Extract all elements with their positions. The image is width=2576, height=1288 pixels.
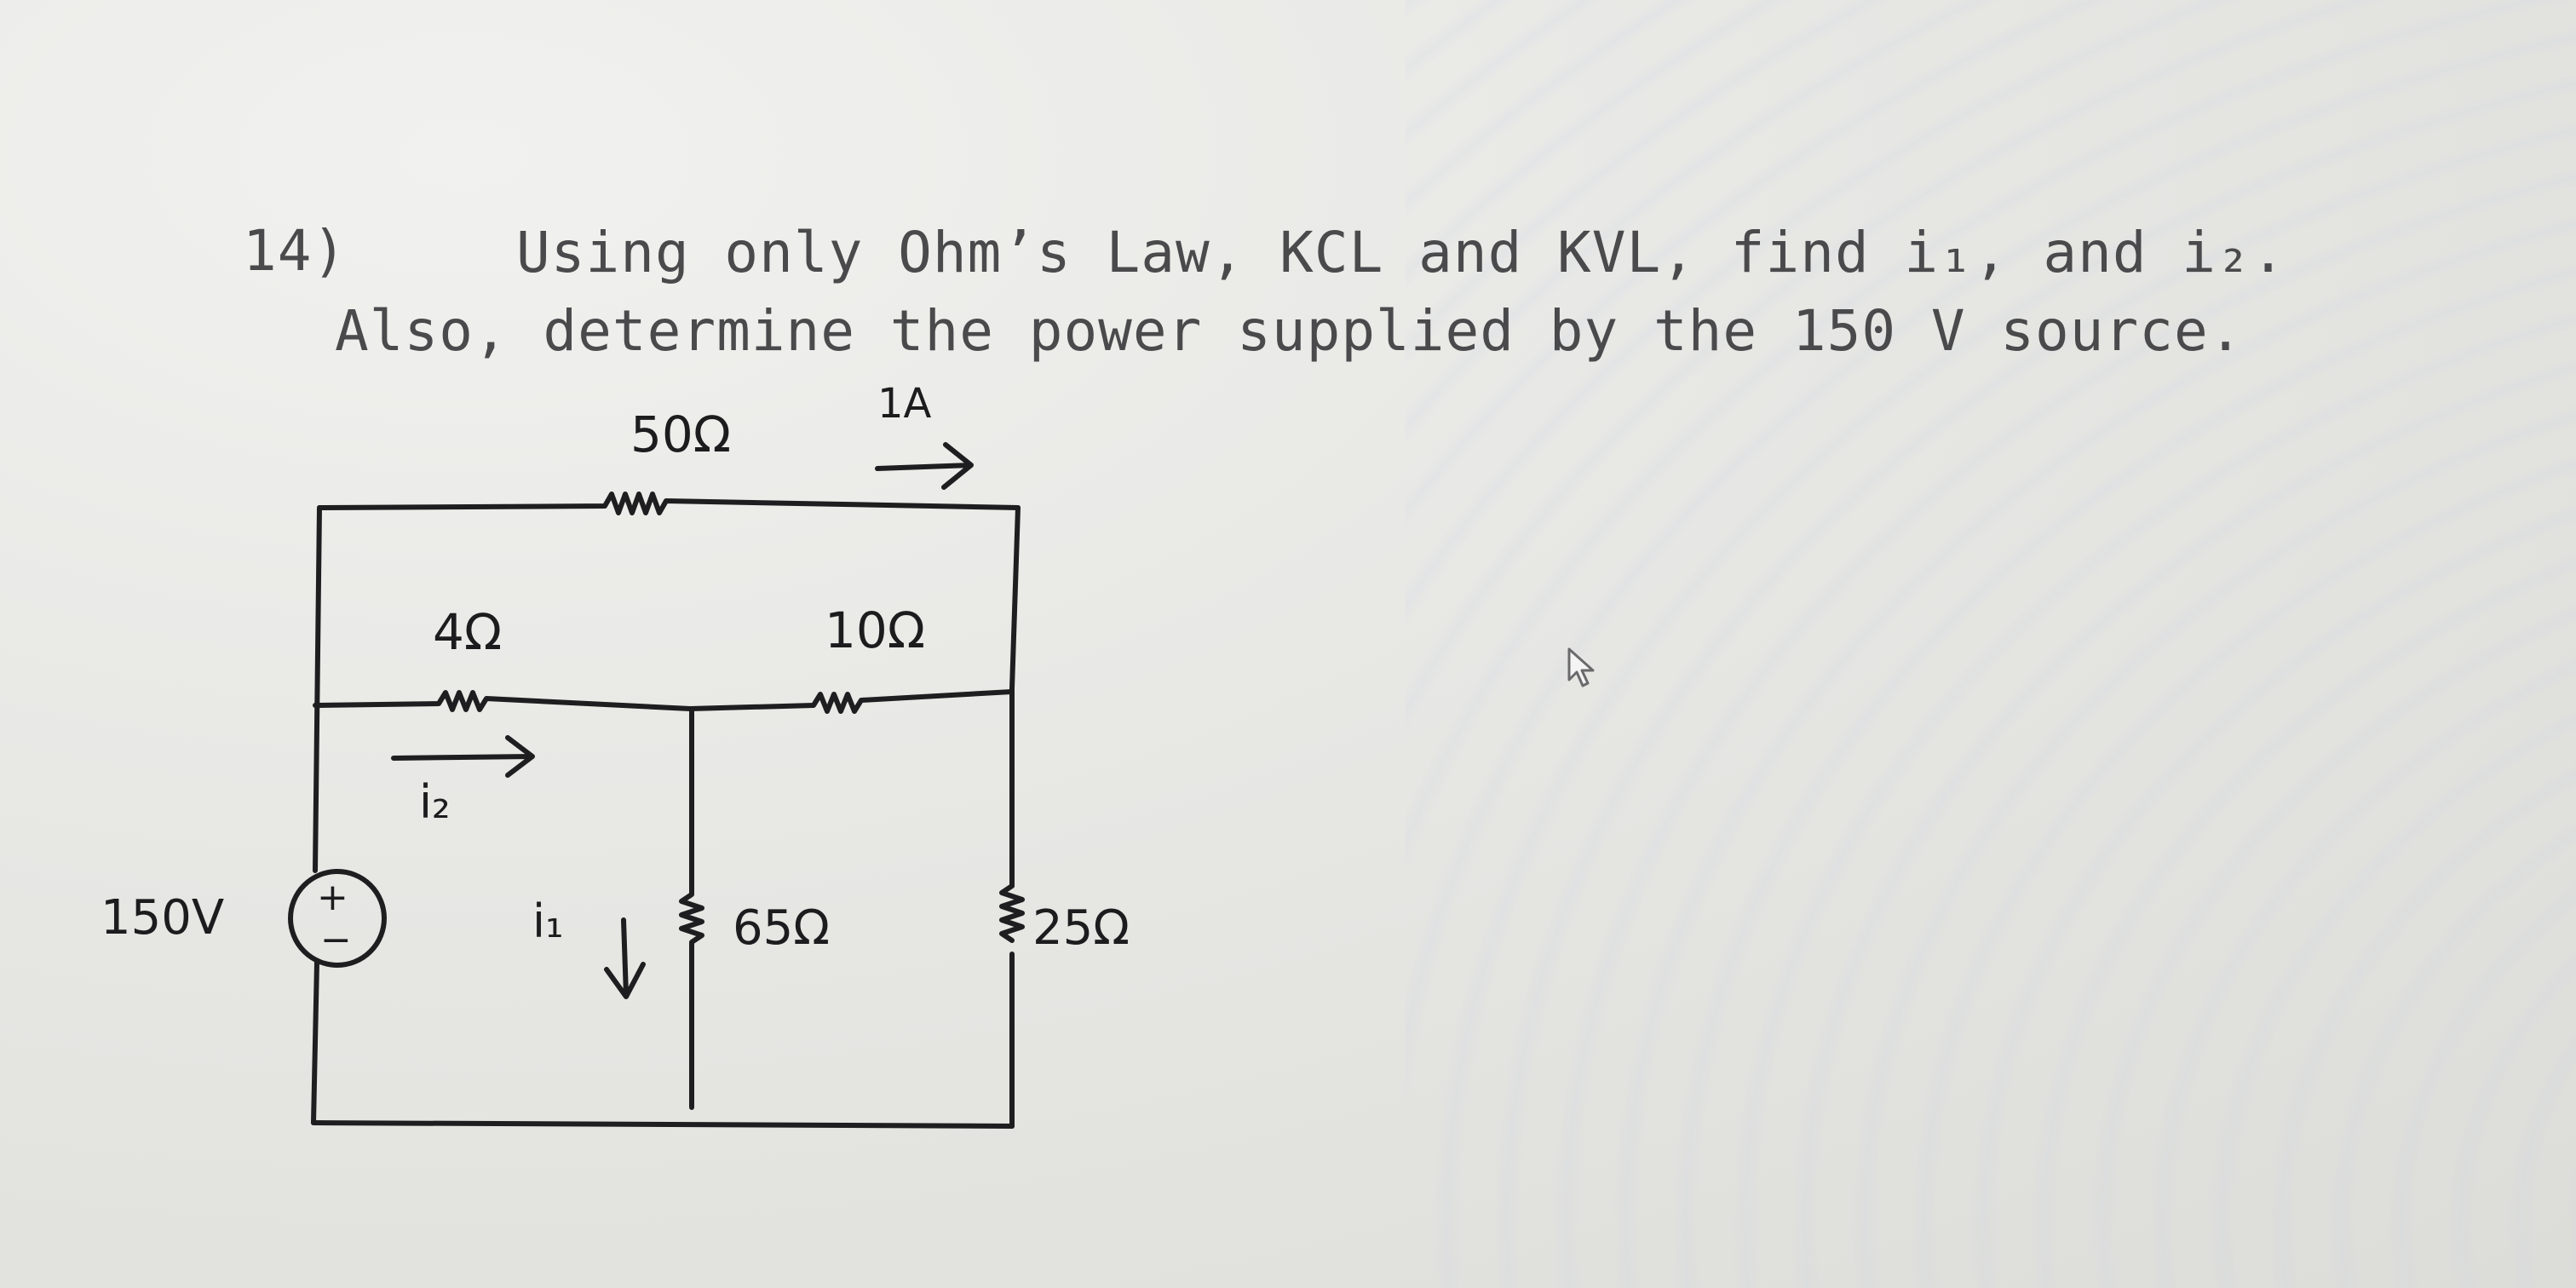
middle-wire (313, 689, 1015, 714)
current-i2-label: i₂ (419, 775, 451, 829)
resistor-4-label: 4Ω (433, 603, 502, 661)
resistor-25-label: 25Ω (1032, 900, 1130, 956)
current-1a-label: 1A (877, 380, 932, 428)
voltage-source-circle (288, 869, 387, 968)
resistor-10-label: 10Ω (825, 601, 925, 659)
arrow-i1 (604, 917, 646, 999)
bottom-wire (311, 1120, 1015, 1129)
screen-glare (1406, 0, 2576, 1288)
source-voltage-label: 150V (101, 890, 224, 946)
pointer-arrow-icon (1567, 647, 1595, 687)
right-wire (1009, 505, 1021, 888)
arrow-i2 (391, 735, 535, 778)
top-wire (317, 492, 1021, 515)
source-minus-sign: − (320, 918, 352, 962)
source-plus-sign: + (317, 876, 348, 919)
resistor-65-label: 65Ω (733, 900, 830, 956)
resistor-50-label: 50Ω (630, 405, 731, 463)
left-wire-lower (311, 960, 319, 1125)
resistor-25-zigzag (999, 883, 1025, 943)
current-i1-label: i₁ (532, 894, 564, 948)
problem-text-line-2: Also, determine the power supplied by th… (335, 298, 2244, 364)
problem-number: 14) (243, 218, 348, 284)
center-branch (679, 706, 704, 1110)
left-wire-upper (313, 505, 322, 873)
arrow-1a (875, 442, 974, 490)
problem-text-line-1: Using only Ohm’s Law, KCL and KVL, find … (516, 220, 2286, 285)
